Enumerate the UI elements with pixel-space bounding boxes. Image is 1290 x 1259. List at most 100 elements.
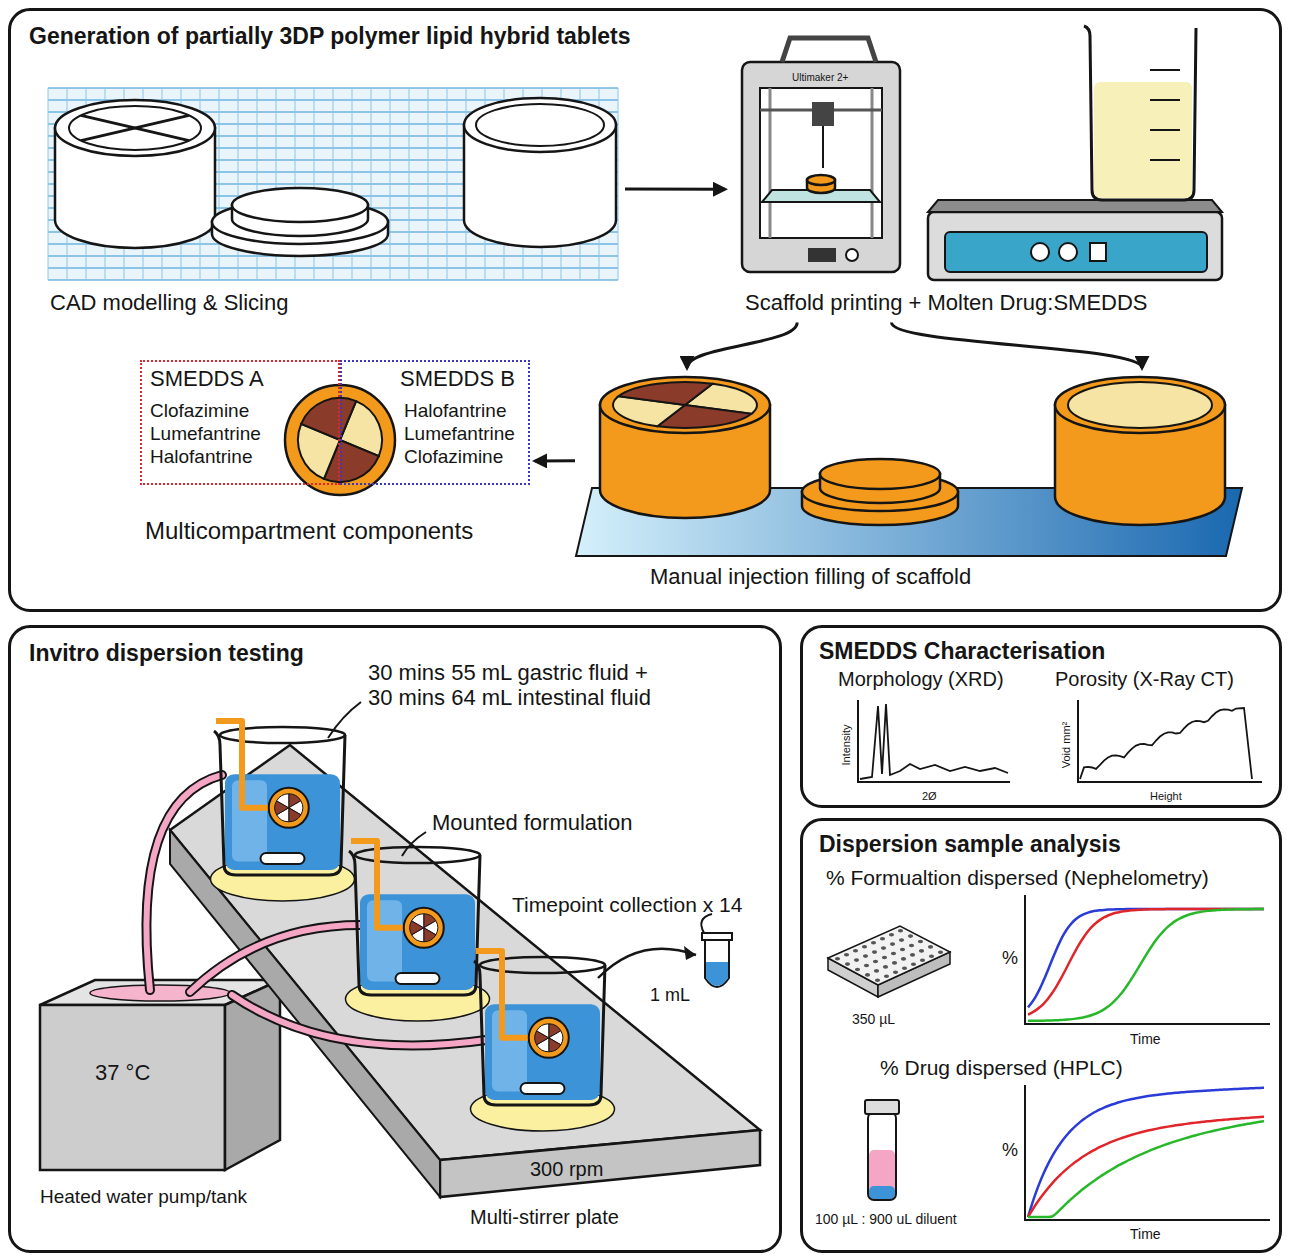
grid-line	[48, 88, 49, 280]
graduation	[1150, 69, 1180, 71]
hotplate-switch	[1090, 243, 1106, 261]
holder-clip	[216, 721, 269, 808]
well	[845, 962, 850, 966]
volume-label: 350 µL	[852, 1011, 895, 1027]
formulation-core	[535, 1024, 563, 1052]
beaker	[349, 841, 480, 995]
hplc-curve	[1028, 1121, 1264, 1217]
temperature-label: 37 °C	[95, 1060, 150, 1085]
well	[881, 946, 886, 950]
beaker	[214, 721, 345, 875]
callout: Timepoint collection x 14	[512, 893, 742, 917]
compartment	[537, 1024, 549, 1038]
drug-list: Halofantrine Lumefantrine Clofazimine	[404, 400, 515, 468]
well	[855, 968, 860, 972]
grid-line	[390, 88, 391, 280]
grid-line	[219, 88, 220, 280]
grid-line	[447, 88, 448, 280]
well	[862, 945, 867, 949]
part-name: Heated water pump/tank	[40, 1186, 247, 1208]
hotplate-knob	[1059, 243, 1077, 261]
nozzle	[822, 126, 824, 168]
hplc-curve	[1028, 1117, 1264, 1217]
well	[875, 979, 880, 983]
well	[844, 953, 849, 957]
beaker-glass	[1084, 26, 1196, 200]
grid-line	[371, 88, 372, 280]
graduation	[1150, 99, 1180, 101]
well	[883, 965, 888, 969]
well	[899, 938, 904, 942]
holder-clip	[351, 841, 404, 928]
well	[920, 959, 925, 963]
well	[854, 958, 859, 962]
stir-bar	[261, 853, 305, 864]
neph-curve	[1028, 909, 1264, 1021]
well	[871, 941, 876, 945]
sample-arrow	[598, 949, 696, 978]
beaker-rim	[220, 727, 345, 743]
well	[900, 948, 905, 952]
beaker-glass	[214, 731, 345, 875]
filled-scaffold-top	[600, 377, 770, 433]
panel: Generation of partially 3DP polymer lipi…	[8, 8, 1282, 612]
axis-label: Intensity	[840, 725, 853, 766]
caption: SMEDDS B	[400, 366, 528, 392]
tube	[190, 925, 360, 992]
holder-clip	[476, 951, 529, 1038]
axis-label: Time	[1130, 1031, 1161, 1047]
well	[891, 952, 896, 956]
compartment-top	[613, 382, 757, 428]
well	[884, 975, 889, 979]
caption: CAD modelling & Slicing	[50, 290, 625, 316]
beaker	[474, 951, 605, 1105]
step-region: Scaffold printing + Molten Drug:SMEDDS	[725, 15, 1280, 322]
leader-line	[402, 832, 426, 856]
well	[872, 950, 877, 954]
well-plate	[828, 926, 950, 997]
well	[911, 963, 916, 967]
hplc-curve	[1028, 1088, 1264, 1217]
beaker-glass	[474, 961, 605, 1105]
compartment	[289, 808, 301, 822]
well	[910, 953, 915, 957]
printer-handle	[782, 38, 876, 62]
printer-display	[808, 248, 836, 262]
compartment	[618, 382, 712, 405]
plate-top	[828, 926, 950, 985]
tube-outline	[190, 925, 360, 992]
printed-part-top	[807, 175, 835, 185]
formulation-box: SMEDDS B Halofantrine Lumefantrine Clofaz…	[340, 360, 530, 485]
tube-cap	[702, 933, 732, 940]
callout: Mounted formulation	[432, 810, 633, 835]
well	[865, 973, 870, 977]
tube-outline	[232, 995, 486, 1045]
fluid-shine	[492, 1010, 527, 1091]
axis-label: 2Ø	[922, 790, 937, 803]
grid-line	[618, 88, 619, 280]
formulation-core	[275, 794, 303, 822]
axis-label: Void mm²	[1060, 722, 1073, 768]
volume-label: 100 µL : 900 uL diluent	[815, 1211, 957, 1227]
cad-grid	[48, 88, 618, 280]
printer-frame	[742, 62, 900, 272]
beaker-glass	[349, 851, 480, 995]
flow-arrow	[535, 459, 575, 462]
well	[909, 944, 914, 948]
tube-outline	[146, 775, 222, 990]
vial-cap	[865, 1100, 899, 1114]
beaker-rim	[355, 847, 480, 863]
grid-line	[238, 88, 239, 280]
hotplate-base	[928, 212, 1222, 280]
step-region: Multicompartment componentsSMEDDS AClofa…	[135, 355, 535, 555]
hotplate-top	[928, 200, 1222, 212]
flow-arrow	[687, 322, 797, 368]
part-name: Multi-stirrer plate	[470, 1206, 619, 1229]
well	[908, 934, 913, 938]
molten-smedds	[1094, 82, 1192, 198]
protocol-note: 30 mins 55 mL gastric fluid + 30 mins 64…	[368, 660, 666, 711]
ct-trace	[1080, 708, 1252, 779]
well	[889, 933, 894, 937]
step-region: Manual injection filling of scaffold	[575, 368, 1275, 600]
compartment	[424, 928, 436, 942]
